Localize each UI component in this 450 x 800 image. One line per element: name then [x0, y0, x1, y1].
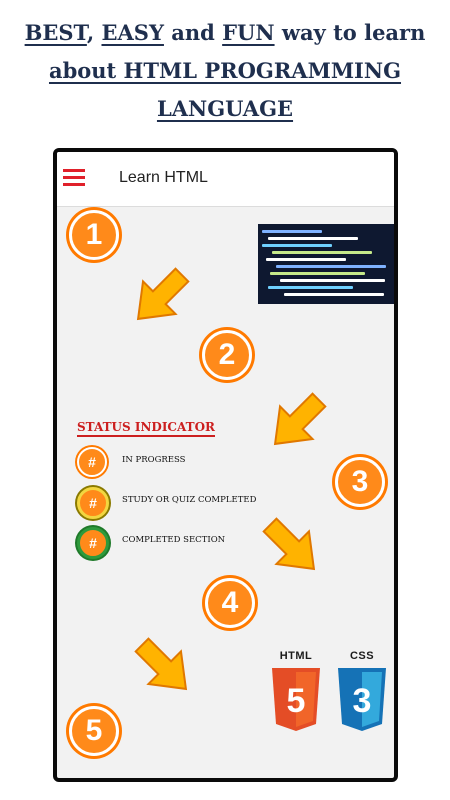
- arrow-down-left-icon: [134, 637, 188, 691]
- css3-logo: CSS 3: [335, 650, 389, 732]
- status-item-in-progress: # IN PROGRESS: [77, 447, 297, 481]
- app-title: Learn HTML: [119, 169, 208, 186]
- html5-digit: 5: [287, 682, 306, 720]
- step-3-button[interactable]: 3: [335, 457, 385, 507]
- headline-line-2: about HTML PROGRAMMING: [0, 52, 450, 90]
- headline-word-best: BEST: [24, 20, 87, 45]
- in-progress-icon: #: [77, 447, 107, 477]
- html5-label: HTML: [279, 650, 313, 662]
- status-label: IN PROGRESS: [122, 455, 186, 465]
- phone-frame: Learn HTML 1 2 3 4 5 STATUS INDICATOR # …: [53, 148, 398, 782]
- status-label: STUDY OR QUIZ COMPLETED: [122, 495, 257, 505]
- status-item-completed-section: # COMPLETED SECTION: [77, 527, 297, 561]
- css3-shield-icon: 3: [338, 668, 386, 731]
- promo-headline: BEST, EASY and FUN way to learn about HT…: [0, 14, 450, 128]
- headline-line-3-text: LANGUAGE: [156, 96, 294, 121]
- hamburger-menu-icon[interactable]: [63, 169, 85, 187]
- arrow-down-right-icon: [273, 392, 327, 446]
- step-5-button[interactable]: 5: [69, 706, 119, 756]
- study-quiz-completed-icon: #: [77, 487, 109, 519]
- html5-logo: HTML 5: [269, 650, 323, 732]
- headline-rest: way to learn: [281, 20, 426, 45]
- headline-word-easy: EASY: [101, 20, 164, 45]
- headline-word-and: and: [171, 20, 215, 45]
- arrow-down-left-icon: [262, 517, 316, 571]
- headline-line-1: BEST, EASY and FUN way to learn: [0, 14, 450, 52]
- code-thumbnail-image: [258, 224, 394, 304]
- headline-word-fun: FUN: [222, 20, 275, 45]
- completed-section-icon: #: [77, 527, 109, 559]
- step-2-button[interactable]: 2: [202, 330, 252, 380]
- css3-label: CSS: [349, 650, 375, 662]
- headline-line-2-text: about HTML PROGRAMMING: [48, 58, 402, 83]
- step-4-button[interactable]: 4: [205, 578, 255, 628]
- app-bar: Learn HTML: [57, 152, 394, 207]
- headline-sep: ,: [86, 20, 95, 45]
- css3-digit: 3: [353, 682, 372, 720]
- status-label: COMPLETED SECTION: [122, 535, 226, 545]
- arrow-down-right-icon: [136, 267, 190, 321]
- html5-shield-icon: 5: [272, 668, 320, 731]
- status-item-study-quiz-completed: # STUDY OR QUIZ COMPLETED: [77, 487, 297, 521]
- headline-line-3: LANGUAGE: [0, 90, 450, 128]
- status-title: STATUS INDICATOR: [77, 420, 215, 437]
- status-indicator-legend: STATUS INDICATOR # IN PROGRESS # STUDY O…: [77, 416, 297, 561]
- step-1-button[interactable]: 1: [69, 210, 119, 260]
